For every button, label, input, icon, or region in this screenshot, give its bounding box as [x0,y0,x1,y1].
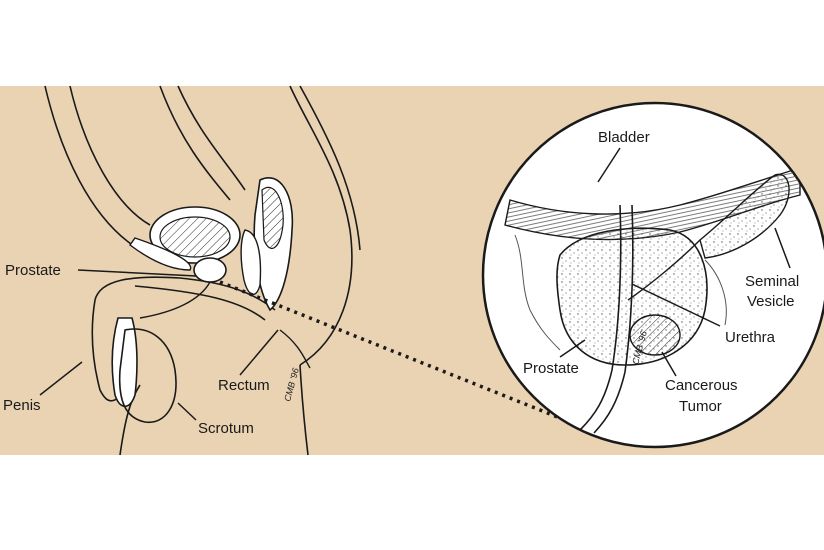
penis-shape [111,317,138,408]
label-tumor-1: Cancerous [665,377,738,394]
label-bladder: Bladder [598,129,650,146]
label-penis: Penis [3,397,41,414]
leader-prostate-left [77,269,197,277]
label-seminal-2: Vesicle [747,293,795,310]
label-prostate-left: Prostate [5,262,61,279]
label-seminal-1: Seminal [745,273,799,290]
pubic-bone [129,237,192,271]
label-tumor-2: Tumor [679,398,722,415]
label-prostate-right: Prostate [523,360,579,377]
tumor-shape [629,314,681,356]
perineum-line [279,329,311,369]
sagittal-body [44,85,361,456]
leader-urethra [631,283,721,327]
leader-seminal [774,227,791,269]
label-scrotum: Scrotum [198,420,254,437]
bladder-hatch [159,216,231,258]
label-urethra: Urethra [725,329,776,346]
leader-scrotum [177,402,197,421]
scrotum-shape [118,328,177,423]
leader-prostate-right [559,339,586,358]
seminal-vesicle-small [240,229,262,295]
ejaculatory-duct [627,239,701,301]
tissue-right [704,259,727,326]
seminal-vesicle-large [699,173,790,259]
leader-bladder [597,147,621,183]
urethra-tube-left [579,204,622,431]
inset-content [504,167,801,434]
tissue-left [514,234,561,351]
label-rectum: Rectum [218,377,270,394]
zoom-connector [219,280,571,424]
leader-penis [39,361,83,396]
leader-tumor [661,351,677,377]
urethra-tube-right [593,204,634,434]
rectum-hatch [261,187,284,250]
urethra-line [139,281,211,319]
prostate-small [193,257,227,283]
leader-rectum [239,329,279,376]
